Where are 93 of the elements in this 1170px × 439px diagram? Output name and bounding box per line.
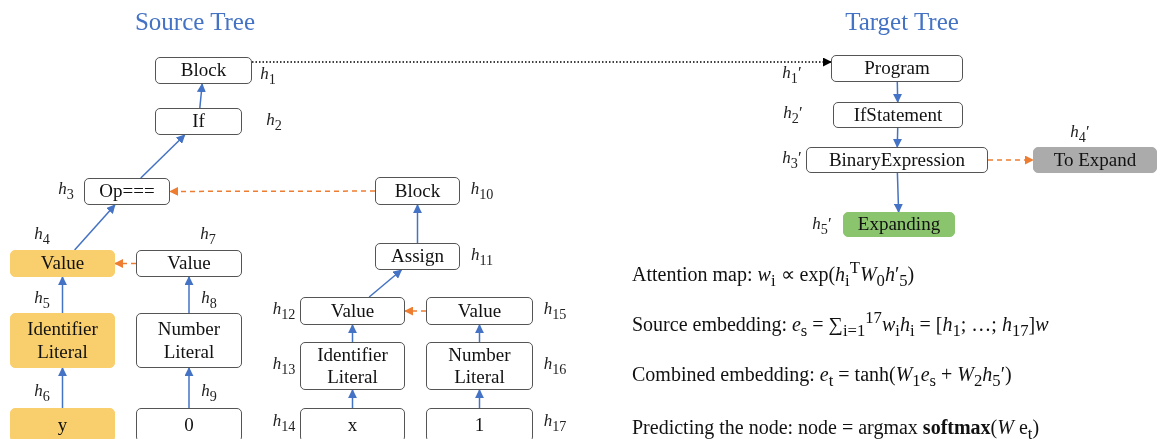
section-title: Source Tree [134, 8, 256, 36]
hidden-state-label: h$_{17}$ [543, 411, 567, 435]
arrow [893, 172, 903, 213]
tree-node-box [136, 408, 242, 439]
hidden-state-label: h$_{13}$ [272, 354, 296, 378]
hidden-state-label: h$_{2}$ [266, 110, 282, 134]
tree-node-box [833, 102, 963, 128]
hidden-state-label: h$_{14}$ [272, 411, 296, 435]
hidden-state-label: h$_{5}$ [34, 288, 50, 312]
tree-node-box [426, 342, 533, 390]
hidden-state-label: h$_{6}$ [34, 381, 50, 405]
node-label: If [192, 110, 205, 133]
arrow [73, 204, 116, 251]
node-label: Expanding [857, 213, 941, 236]
arrow [196, 83, 206, 109]
node-label: y [57, 413, 68, 437]
tree-node-box [300, 297, 405, 325]
pending-node-box [1033, 147, 1157, 173]
arrow [475, 389, 484, 409]
arrow [140, 134, 186, 179]
hidden-state-label: h$_{4}$ [34, 224, 50, 248]
formula-text: Predicting the node: node = argmax softmax(W e$_{t}$) [632, 416, 1040, 439]
tree-node-box [426, 297, 533, 325]
arrow [348, 324, 357, 343]
highlighted-node-box [10, 313, 115, 368]
hidden-state-label: h$_{8}$ [201, 288, 217, 312]
dashed-arrow [169, 186, 376, 196]
hidden-state-label: h$_{11}$ [470, 245, 494, 269]
node-label: Assign [391, 245, 444, 268]
arrow [184, 276, 194, 314]
highlighted-node-box [10, 250, 115, 277]
node-label: Block [394, 179, 441, 203]
node-label: To Expand [1053, 148, 1137, 172]
node-label: Op=== [99, 180, 155, 203]
hidden-state-label: h$_{16}$ [543, 354, 567, 378]
hidden-state-label: h$_{3}$ [58, 179, 74, 203]
hidden-state-label: h$_{1}$′ [782, 63, 802, 87]
node-label: x [347, 413, 358, 437]
highlighted-node-box [10, 408, 115, 439]
formula-text: Attention map: w$_{i}$ ∝ exp(h$_{i}$$^{T}$W$_{0}$h′$_{5}$) [632, 258, 915, 291]
node-label: Value [330, 299, 375, 323]
hidden-state-label: h$_{9}$ [201, 381, 217, 405]
tree-node-box [375, 177, 460, 205]
formula-text: Combined embedding: e$_{t}$ = tanh(W$_{1}$e$_{s}$ + W$_{2}$h$_{5}$′) [632, 363, 1012, 391]
arrow [58, 276, 67, 314]
node-label: Number Literal [447, 343, 512, 389]
arrow [475, 324, 484, 343]
section-title: Target Tree [845, 8, 959, 36]
hidden-state-label: h$_{10}$ [470, 179, 494, 203]
tree-node-box [426, 408, 533, 439]
tree-node-box [806, 147, 988, 173]
hidden-state-label: h$_{12}$ [272, 299, 296, 323]
node-label: Program [864, 57, 930, 80]
hidden-state-label: h$_{2}$′ [783, 103, 803, 127]
arrow [184, 367, 194, 409]
node-label: 1 [474, 413, 485, 437]
hidden-state-label: h$_{3}$′ [782, 148, 802, 172]
arrow [368, 269, 403, 298]
arrow [58, 367, 67, 409]
dashed-arrow [251, 57, 832, 67]
node-label: Identifier Literal [316, 343, 389, 389]
dashed-arrow [987, 155, 1034, 165]
hidden-state-label: h$_{7}$ [200, 224, 216, 248]
tree-node-box [136, 313, 242, 368]
node-label: Value [167, 252, 211, 275]
hidden-state-label: h$_{1}$ [260, 64, 276, 88]
tree-node-box [831, 55, 963, 82]
formula-text: Source embedding: e$_{s}$ = ∑$_{i=1}$$^{17}$w$_{i}$h$_{i}$ = [h$_{1}$; …; h$_{17}$]w [632, 308, 1049, 341]
tree-node-box [155, 57, 252, 84]
tree-node-box [375, 243, 460, 270]
current-node-box [843, 212, 955, 237]
hidden-state-label: h$_{4}$′ [1070, 122, 1090, 146]
tree-node-box [300, 408, 405, 439]
arrow [892, 127, 902, 148]
dashed-arrow [114, 259, 137, 268]
tree-node-box [84, 178, 170, 205]
node-label: Block [180, 59, 227, 82]
node-label: Value [40, 252, 85, 275]
hidden-state-label: h$_{15}$ [543, 299, 567, 323]
arrow [413, 204, 422, 244]
arrow [893, 81, 903, 103]
tree-node-box [300, 342, 405, 390]
node-label: Number Literal [156, 318, 222, 363]
hidden-state-label: h$_{5}$′ [812, 214, 832, 238]
node-label: Identifier Literal [26, 318, 99, 363]
tree-node-box [136, 250, 242, 277]
node-label: BinaryExpression [828, 148, 966, 172]
node-label: Value [457, 299, 502, 323]
arrow [348, 389, 357, 409]
dashed-arrow [404, 306, 427, 316]
node-label: IfStatement [853, 103, 943, 127]
node-label: 0 [184, 413, 194, 437]
tree-node-box [155, 108, 242, 135]
